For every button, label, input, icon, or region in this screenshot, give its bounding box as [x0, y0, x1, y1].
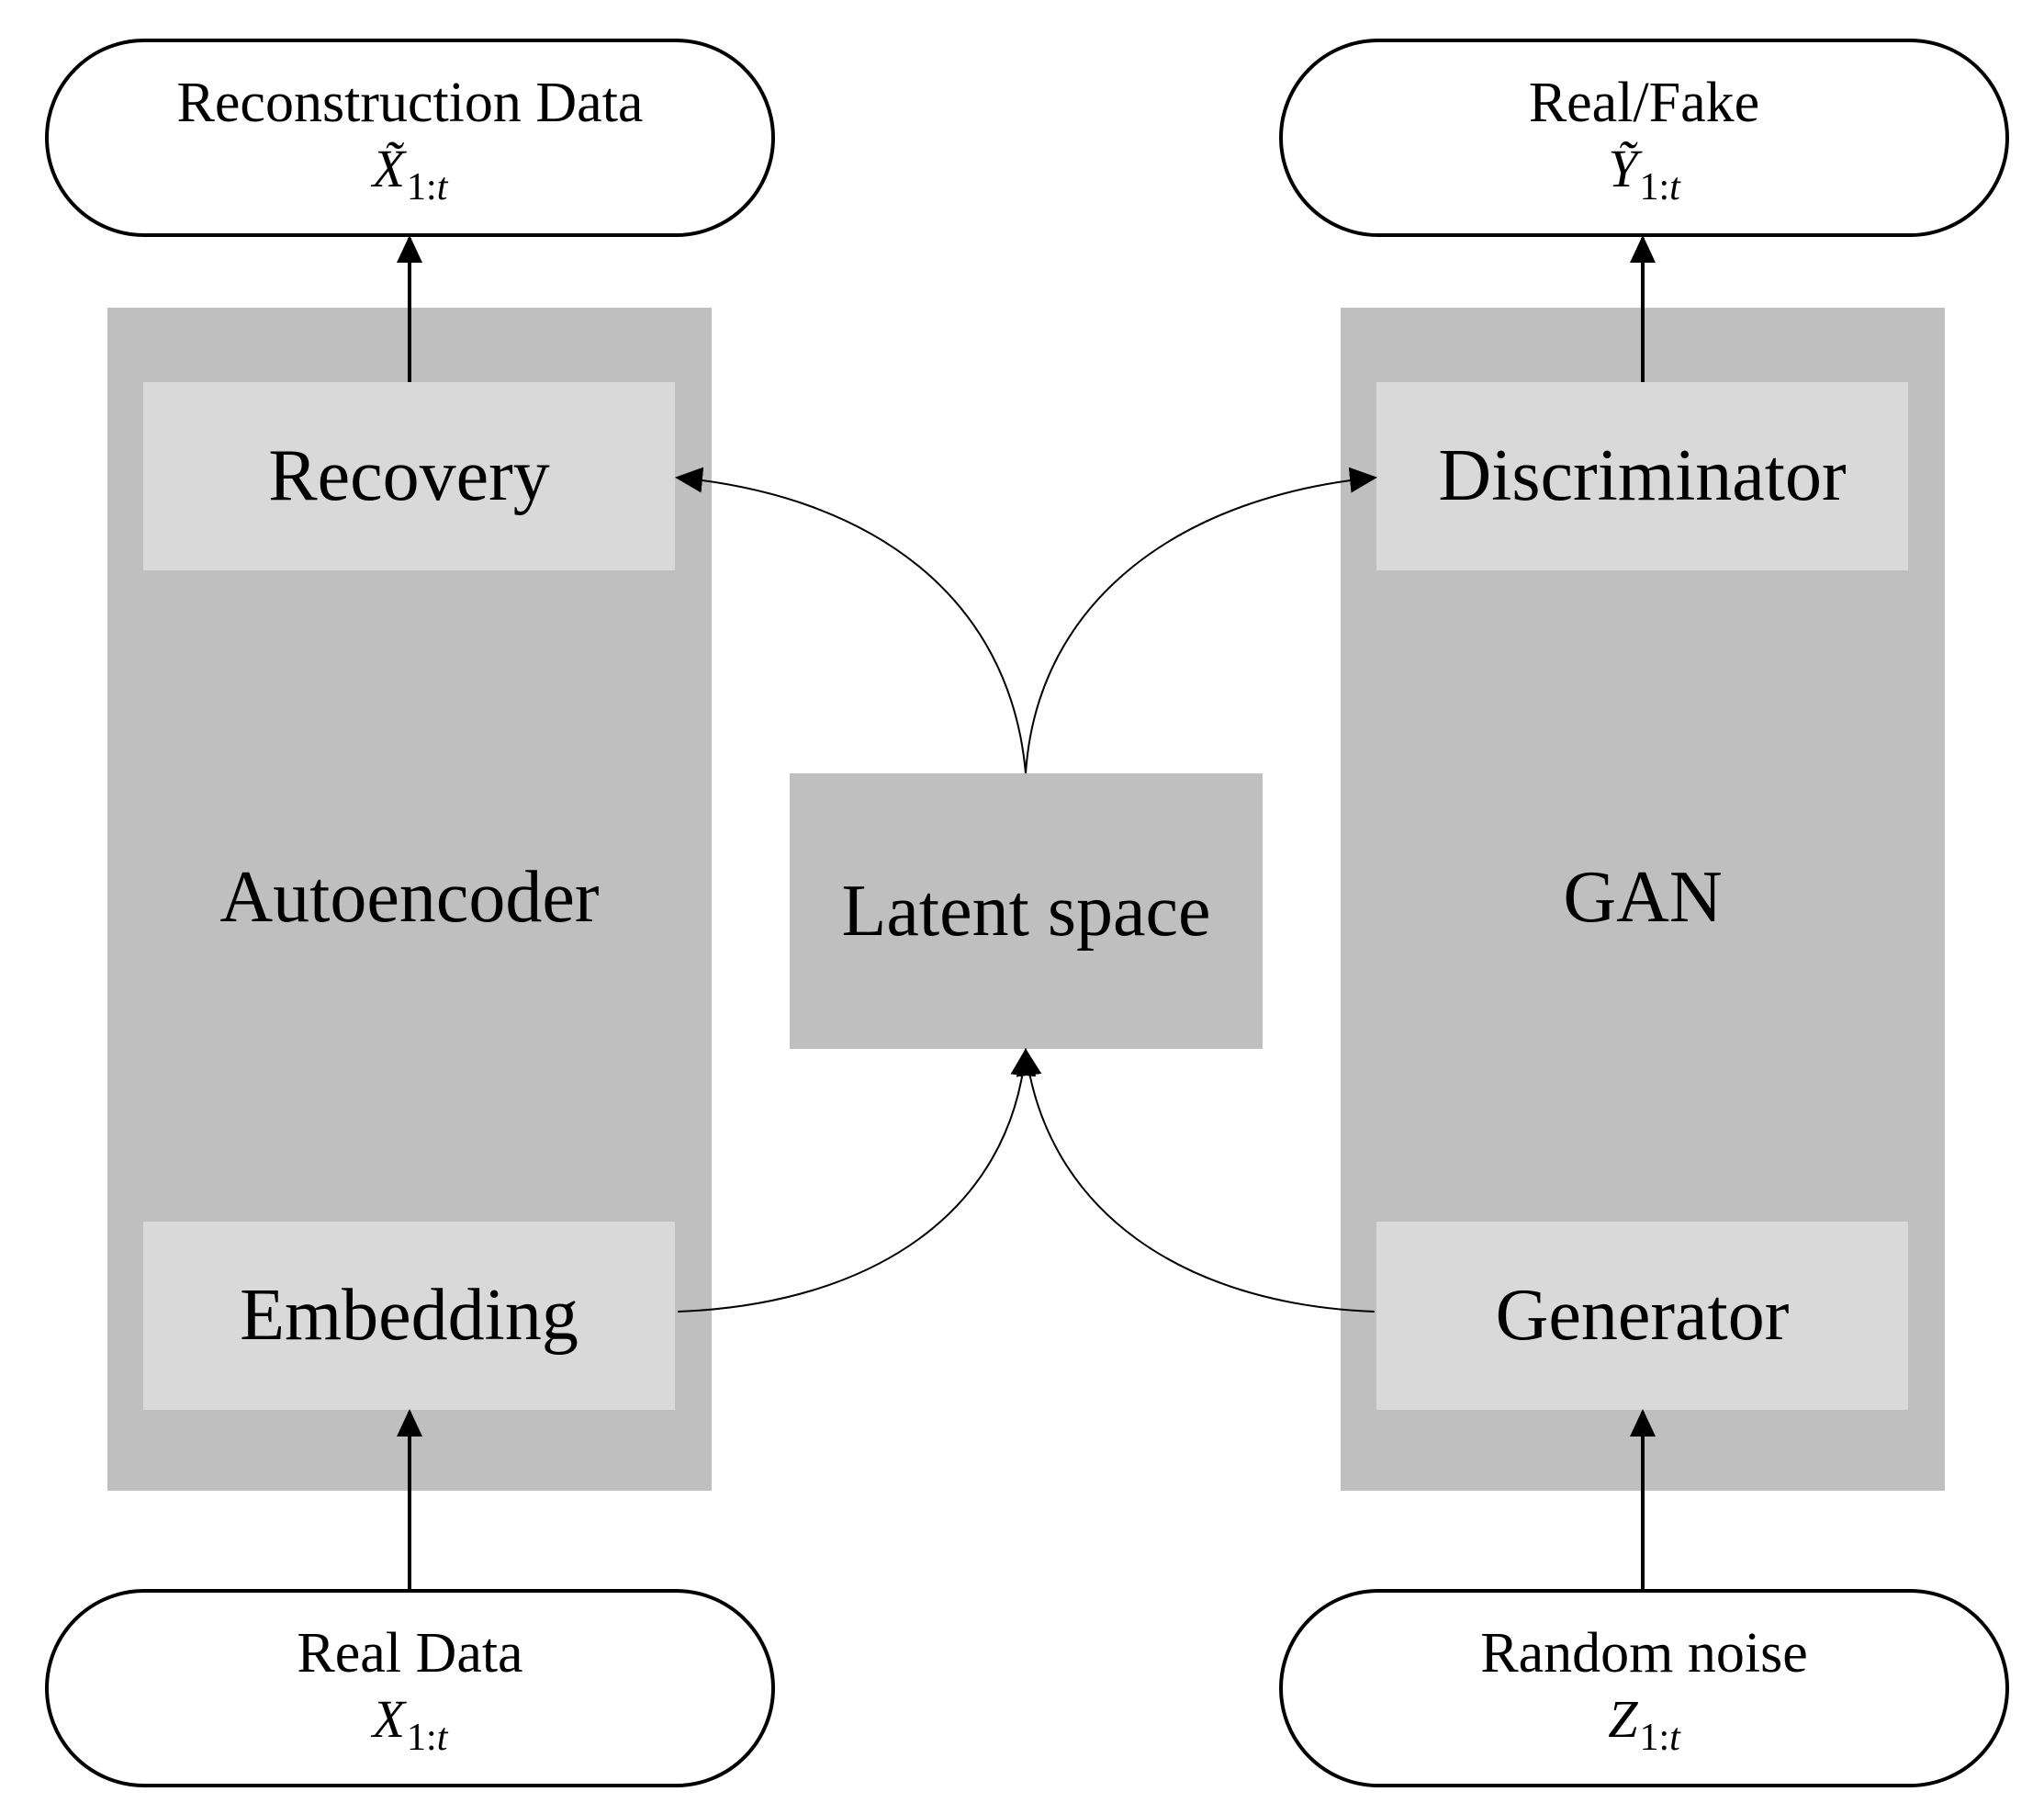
- gan-label: GAN: [1563, 857, 1723, 938]
- random-noise-symbol: Z1:t: [1608, 1689, 1680, 1759]
- arrow-latent-to-discriminator: [1025, 467, 1377, 774]
- real-data-title: Real Data: [297, 1622, 523, 1685]
- arrow-embedding-to-latent: [677, 1048, 1037, 1313]
- autoencoder-label: Autoencoder: [219, 857, 600, 938]
- latent-space-box: Latent space: [790, 773, 1263, 1049]
- embedding-box: Embedding: [143, 1222, 675, 1410]
- arrow-latent-to-recovery: [675, 467, 1027, 774]
- recovery-box: Recovery: [143, 382, 675, 570]
- real-data-node: Real Data X1:t: [45, 1589, 775, 1787]
- random-noise-title: Random noise: [1480, 1622, 1808, 1685]
- real-fake-title: Real/Fake: [1528, 72, 1760, 134]
- random-noise-node: Random noise Z1:t: [1279, 1589, 2009, 1787]
- reconstruction-data-symbol: X̃1:t: [372, 139, 448, 208]
- real-data-symbol: X1:t: [372, 1689, 448, 1759]
- reconstruction-data-node: Reconstruction Data X̃1:t: [45, 39, 775, 237]
- discriminator-box: Discriminator: [1376, 382, 1908, 570]
- generator-box: Generator: [1376, 1222, 1908, 1410]
- arrow-generator-to-latent: [1016, 1048, 1376, 1313]
- reconstruction-data-title: Reconstruction Data: [176, 72, 644, 134]
- real-fake-symbol: Ỹ1:t: [1608, 139, 1680, 208]
